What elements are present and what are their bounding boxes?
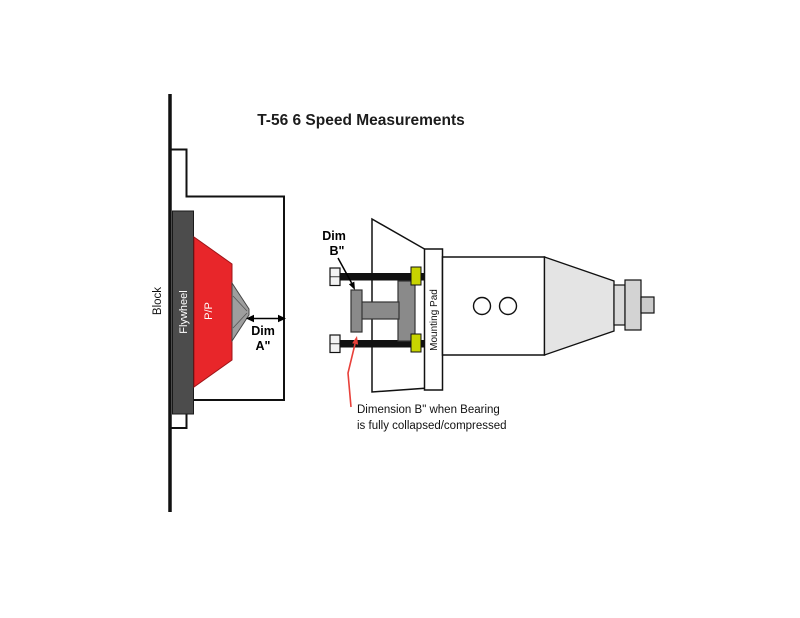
bearing-retainer-flange <box>397 280 416 342</box>
annotation-arrowhead <box>352 336 359 345</box>
annotation-text-line2: is fully collapsed/compressed <box>357 420 507 432</box>
spring-finger-line <box>232 312 248 329</box>
throwout-bearing <box>350 289 363 333</box>
annotation-arrow-line <box>347 343 356 408</box>
stud-bottom <box>339 340 427 348</box>
output-collar-2 <box>624 279 642 331</box>
washer-bottom <box>410 333 422 353</box>
case-bolt-hole-right <box>498 296 518 316</box>
spring-finger-line <box>232 295 248 312</box>
transmission-assembly: Mounting Pad Dim B" Dimension B" when Be… <box>322 217 655 432</box>
transmission-case <box>441 256 546 356</box>
page-title: T-56 6 Speed Measurements <box>257 112 465 129</box>
tailhousing-cone <box>543 256 615 356</box>
dim-b-arrow-line <box>337 257 353 284</box>
dim-a-arrow <box>246 314 286 323</box>
input-shaft-snout <box>356 301 400 320</box>
stud-top <box>339 273 427 281</box>
dim-a-label-line2: A" <box>256 339 271 353</box>
mounting-pad-label: Mounting Pad <box>429 289 440 351</box>
pressure-plate <box>193 236 233 388</box>
annotation-arrow <box>347 336 359 408</box>
diaphragm-spring-cone <box>231 281 250 343</box>
flywheel-label: Flywheel <box>178 290 190 333</box>
annotation-text-line1: Dimension B" when Bearing <box>357 404 500 416</box>
block-label: Block <box>152 287 164 315</box>
dim-a-arrowhead-right <box>278 314 286 323</box>
dim-b-label-line2: B" <box>330 244 345 258</box>
dim-b-arrow <box>337 257 355 290</box>
bellhousing-outline <box>171 148 285 429</box>
engine-side-assembly: Block Flywheel P/P Dim A" <box>152 94 286 512</box>
dim-b-arrowhead <box>348 281 355 290</box>
dim-a-label-line1: Dim <box>251 324 275 338</box>
case-bolt-hole-left <box>472 296 492 316</box>
dim-b-label-line1: Dim <box>322 229 346 243</box>
pressure-plate-label: P/P <box>203 302 215 320</box>
dim-a-arrowhead-left <box>246 314 254 323</box>
output-collar-1 <box>613 284 626 326</box>
output-stub <box>640 296 655 314</box>
washer-top <box>410 266 422 286</box>
